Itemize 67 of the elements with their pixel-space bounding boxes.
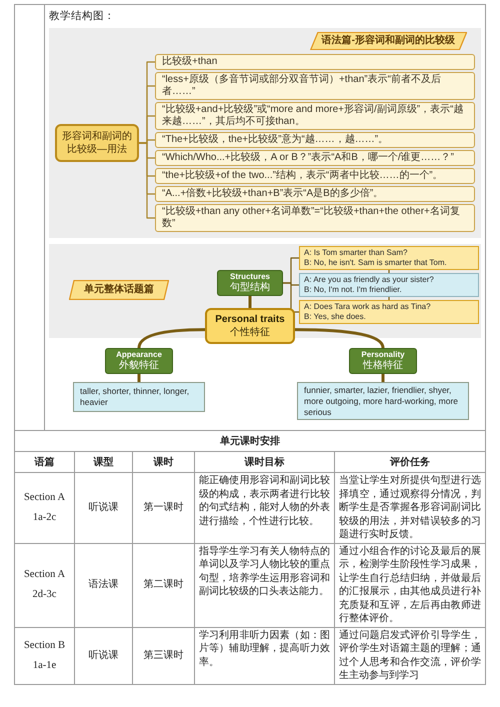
assessment-task: 当堂让学生对所提供句型进行选择填空，通过观察得分情况，判断学生是否掌握各形容词副词比较级的用法，并对错误较多的习题进行实时反馈。 bbox=[339, 474, 481, 542]
column-header: 评价任务 bbox=[390, 456, 430, 470]
question-text: A: Are you as friendly as your sister? bbox=[304, 275, 435, 285]
category-title: Appearance bbox=[116, 350, 162, 360]
rule-text: “比较级+and+比较级”或“more and more+形容词/副词原级”，表示“越来越……”，其后均不可接than。 bbox=[162, 104, 464, 128]
rule-text: “The+比较级，the+比较级”意为“越……，越……”。 bbox=[162, 134, 390, 146]
category-title: Personality bbox=[361, 350, 405, 360]
title-banner bbox=[69, 280, 169, 300]
section-heading: 教学结构图： bbox=[49, 9, 116, 24]
lesson-period: 第一课时 bbox=[144, 500, 184, 515]
category-box bbox=[217, 270, 283, 296]
lesson-type: 听说课 bbox=[88, 500, 118, 515]
category-title: Structures bbox=[230, 272, 270, 282]
rule-text: “比较级+than any other+名词单数”=“比较级+than+the other+名词复数” bbox=[162, 206, 461, 230]
connector-line bbox=[138, 328, 206, 348]
column-header: 课时 bbox=[154, 456, 174, 470]
topic-subtitle: 个性特征 bbox=[230, 326, 270, 339]
section-name: Section A 1a-2c bbox=[22, 490, 66, 525]
category-subtitle: 性格特征 bbox=[363, 360, 403, 372]
category-box bbox=[349, 348, 417, 374]
banner-text: 单元整体话题篇 bbox=[84, 283, 154, 297]
word-list-text: taller, shorter, thinner, longer, heavier bbox=[80, 386, 190, 408]
connector-line bbox=[248, 296, 252, 308]
question-text: A: Is Tom smarter than Sam? bbox=[304, 248, 408, 258]
question-text: A: Does Tara work as hard as Tina? bbox=[304, 302, 432, 312]
word-list-text: funnier, smarter, lazier, friendlier, shyer, more outgoing, more hard-working, more serious bbox=[304, 384, 460, 418]
word-list-box bbox=[297, 382, 469, 420]
answer-text: B: No, I'm not. I'm friendlier. bbox=[304, 285, 403, 295]
dialogue-box bbox=[299, 246, 479, 270]
title-banner bbox=[310, 32, 467, 50]
dialogue-box bbox=[299, 300, 479, 324]
lesson-type: 语法课 bbox=[88, 578, 118, 592]
lesson-objective: 能正确使用形容词和副词比较级的构成，表示两者进行比较的句式结构，能对人物的外表进行描绘，个性进行比较。 bbox=[199, 474, 330, 528]
connector-line bbox=[294, 328, 384, 348]
answer-text: B: No, he isn't. Sam is smarter that Tom. bbox=[304, 258, 448, 268]
connector-line bbox=[139, 142, 155, 219]
connector-line bbox=[138, 374, 140, 382]
column-header: 课时目标 bbox=[244, 456, 284, 470]
lesson-period: 第三课时 bbox=[144, 648, 184, 662]
column-header: 课型 bbox=[94, 456, 114, 470]
lesson-type: 听说课 bbox=[88, 648, 118, 662]
topic-text: 形容词和副词的比较级—用法 bbox=[61, 130, 133, 156]
lesson-period: 第二课时 bbox=[144, 578, 184, 592]
rule-text: “Which/Who...+比较级，A or B？”表示“A和B，哪一个/谁更……？” bbox=[162, 152, 455, 164]
category-box bbox=[105, 348, 173, 374]
lesson-objective: 指导学生学习有关人物特点的单词以及学习人物比较的重点句型，培养学生运用形容词和副词比较级的口头表达能力。 bbox=[199, 544, 330, 598]
assessment-task: 通过问题启发式评价引导学生，评价学生对语篇主题的理解；通过个人思考和合作交流，评价学生主动参与到学习 bbox=[339, 628, 481, 682]
topic-title: Personal traits bbox=[215, 313, 285, 326]
answer-text: B: Yes, she does. bbox=[304, 312, 367, 322]
section-name: Section A 2d-3c bbox=[22, 568, 66, 602]
assessment-task: 通过小组合作的讨论及最后的展示，检测学生阶段性学习成果，让学生自行总结归纳，并做最后的汇报展示，由其他成员进行补充质疑和互评，左后再由教师进行整体评价。 bbox=[339, 544, 481, 626]
banner-text: 语法篇-形容词和副词的比较级 bbox=[322, 34, 455, 48]
category-subtitle: 句型结构 bbox=[230, 282, 270, 294]
rule-text: 比较级+than bbox=[162, 56, 218, 68]
rule-text: “A...+倍数+比较级+than+B”表示“A是B的多少倍”。 bbox=[162, 188, 384, 200]
rule-text: “less+原级（多音节词或部分双音节词）+than”表示“前者不及后者……” bbox=[162, 74, 442, 98]
section-name: Section B 1a-1e bbox=[22, 638, 66, 672]
table-title: 单元课时安排 bbox=[220, 434, 280, 448]
rule-text: “the+比较级+of the two...”结构，表示“两者中比较……的一个”。 bbox=[162, 170, 444, 182]
connector-line bbox=[382, 374, 384, 382]
dialogue-box bbox=[299, 273, 479, 297]
topic-box bbox=[55, 124, 139, 162]
lesson-objective: 学习利用非听力因素（如：图片等）辅助理解，提高听力效率。 bbox=[199, 628, 330, 669]
central-topic-box bbox=[205, 308, 295, 344]
word-list-box bbox=[73, 382, 205, 412]
category-subtitle: 外貌特征 bbox=[119, 360, 159, 372]
column-header: 语篇 bbox=[34, 456, 54, 470]
